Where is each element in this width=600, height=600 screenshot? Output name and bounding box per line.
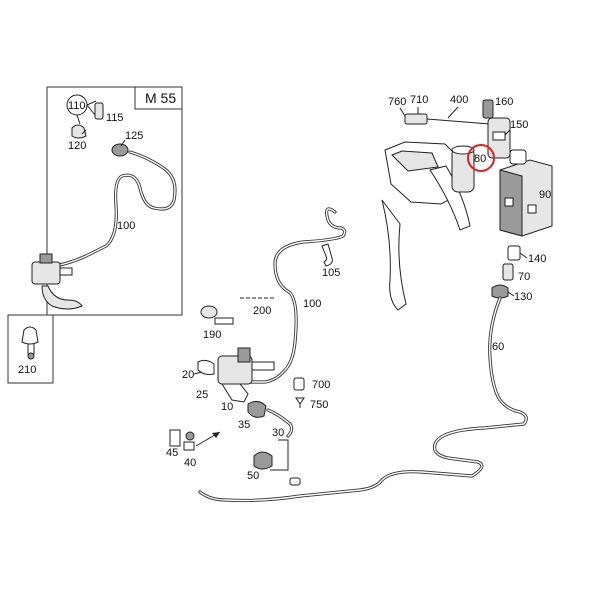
inset-border: [46, 86, 183, 316]
callout-120-leader: [81, 129, 87, 135]
callout-30-bracket: [270, 439, 289, 471]
callout-200[interactable]: 200: [253, 305, 271, 317]
callout-190[interactable]: 190: [203, 329, 221, 341]
callout-30[interactable]: 30: [272, 427, 284, 439]
engine-bracket-assembly: [381, 141, 471, 311]
clip-inset-border: [7, 314, 54, 384]
hose-end-fitting: [289, 477, 301, 486]
callout-90[interactable]: 90: [539, 189, 551, 201]
elbow-105: [321, 243, 333, 267]
callout-110[interactable]: 110: [68, 100, 86, 112]
callout-140[interactable]: 140: [528, 253, 546, 265]
callout-125-leader: [120, 139, 126, 147]
callout-inset-100[interactable]: 100: [117, 220, 135, 232]
wire-400: [426, 118, 491, 125]
callout-45[interactable]: 45: [166, 447, 178, 459]
clamp-50: [253, 451, 273, 470]
callout-150-leader: [504, 129, 511, 136]
clamp-130: [491, 284, 509, 299]
filter-80: [451, 145, 475, 193]
callout-35[interactable]: 35: [238, 419, 250, 431]
inset-purge-valve: [31, 253, 83, 310]
callout-10[interactable]: 10: [221, 401, 233, 413]
inset-elbow-120: [71, 124, 87, 139]
callout-760[interactable]: 760: [388, 96, 406, 108]
inset-model-tab: [134, 86, 183, 110]
callout-115[interactable]: 115: [106, 112, 124, 124]
callout-80[interactable]: 80: [474, 153, 486, 165]
callout-105[interactable]: 105: [322, 267, 340, 279]
inset-fitting-115: [94, 102, 104, 120]
clip-210: [21, 326, 39, 355]
callout-400[interactable]: 400: [450, 94, 468, 106]
connector-160: [482, 99, 494, 119]
callout-120[interactable]: 120: [68, 140, 86, 152]
m55-inset-panel: M 55 110 115 120 125 100: [31, 86, 183, 316]
bracket-45: [169, 429, 195, 451]
callout-100[interactable]: 100: [303, 298, 321, 310]
callout-160[interactable]: 160: [495, 96, 513, 108]
callout-110-leaders: [76, 100, 97, 125]
purge-valve-10: [197, 347, 275, 403]
callout-60[interactable]: 60: [492, 341, 504, 353]
part-750: [295, 397, 305, 408]
callout-40[interactable]: 40: [184, 457, 196, 469]
callout-710[interactable]: 710: [410, 94, 428, 106]
callout-125[interactable]: 125: [125, 130, 143, 142]
highlight-circle-80: [467, 144, 495, 172]
callout-150[interactable]: 150: [510, 119, 528, 131]
inset-model-label: M 55: [145, 90, 176, 106]
hose-100: [241, 207, 347, 384]
callout-70[interactable]: 70: [518, 271, 530, 283]
pipe-70: [502, 263, 514, 281]
callout-750[interactable]: 750: [310, 399, 328, 411]
clamp-35: [247, 400, 267, 418]
part-700: [293, 377, 305, 391]
inset-clamp-125: [111, 143, 129, 157]
callout-700[interactable]: 700: [312, 379, 330, 391]
callout-210[interactable]: 210: [18, 364, 36, 376]
callout-130[interactable]: 130: [514, 291, 532, 303]
callout-25[interactable]: 25: [196, 389, 208, 401]
charcoal-canister-90: [499, 149, 553, 237]
connector-140: [507, 245, 521, 261]
clip-inset-panel: 210: [7, 314, 54, 384]
callout-20[interactable]: 20: [182, 369, 194, 381]
callout-50[interactable]: 50: [247, 470, 259, 482]
valve-190: [200, 305, 234, 325]
sensor-710: [404, 113, 428, 125]
